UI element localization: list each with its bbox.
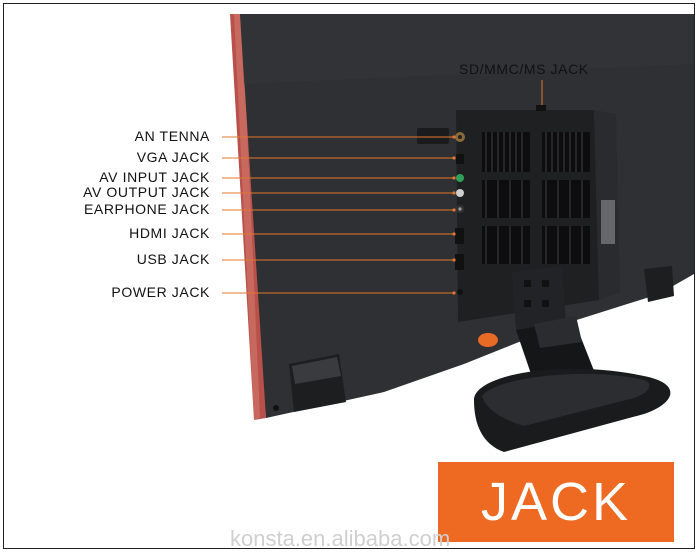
right-foot bbox=[644, 266, 674, 302]
label-earphone-jack: EARPHONE JACK bbox=[83, 201, 210, 217]
label-antenna: AN TENNA bbox=[134, 128, 210, 144]
label-usb-jack: USB JACK bbox=[136, 251, 210, 267]
image-frame: SD/MMC/MS JACK AN TENNA VGA JACK AV INPU… bbox=[3, 3, 695, 549]
power-button bbox=[478, 333, 498, 347]
watermark: konsta.en.alibaba.com bbox=[230, 526, 451, 549]
jack-banner-text: JACK bbox=[480, 472, 632, 532]
leader-lines bbox=[222, 80, 543, 294]
label-sd-jack: SD/MMC/MS JACK bbox=[459, 61, 589, 77]
label-power-jack: POWER JACK bbox=[111, 284, 210, 300]
label-hdmi-jack: HDMI JACK bbox=[129, 225, 210, 241]
monitor-photo bbox=[222, 14, 694, 452]
jack-banner: JACK bbox=[438, 462, 674, 542]
label-av-output-jack: AV OUTPUT JACK bbox=[83, 184, 210, 200]
label-vga-jack: VGA JACK bbox=[136, 149, 210, 165]
ports bbox=[455, 132, 465, 295]
label-av-input-jack: AV INPUT JACK bbox=[99, 169, 210, 185]
